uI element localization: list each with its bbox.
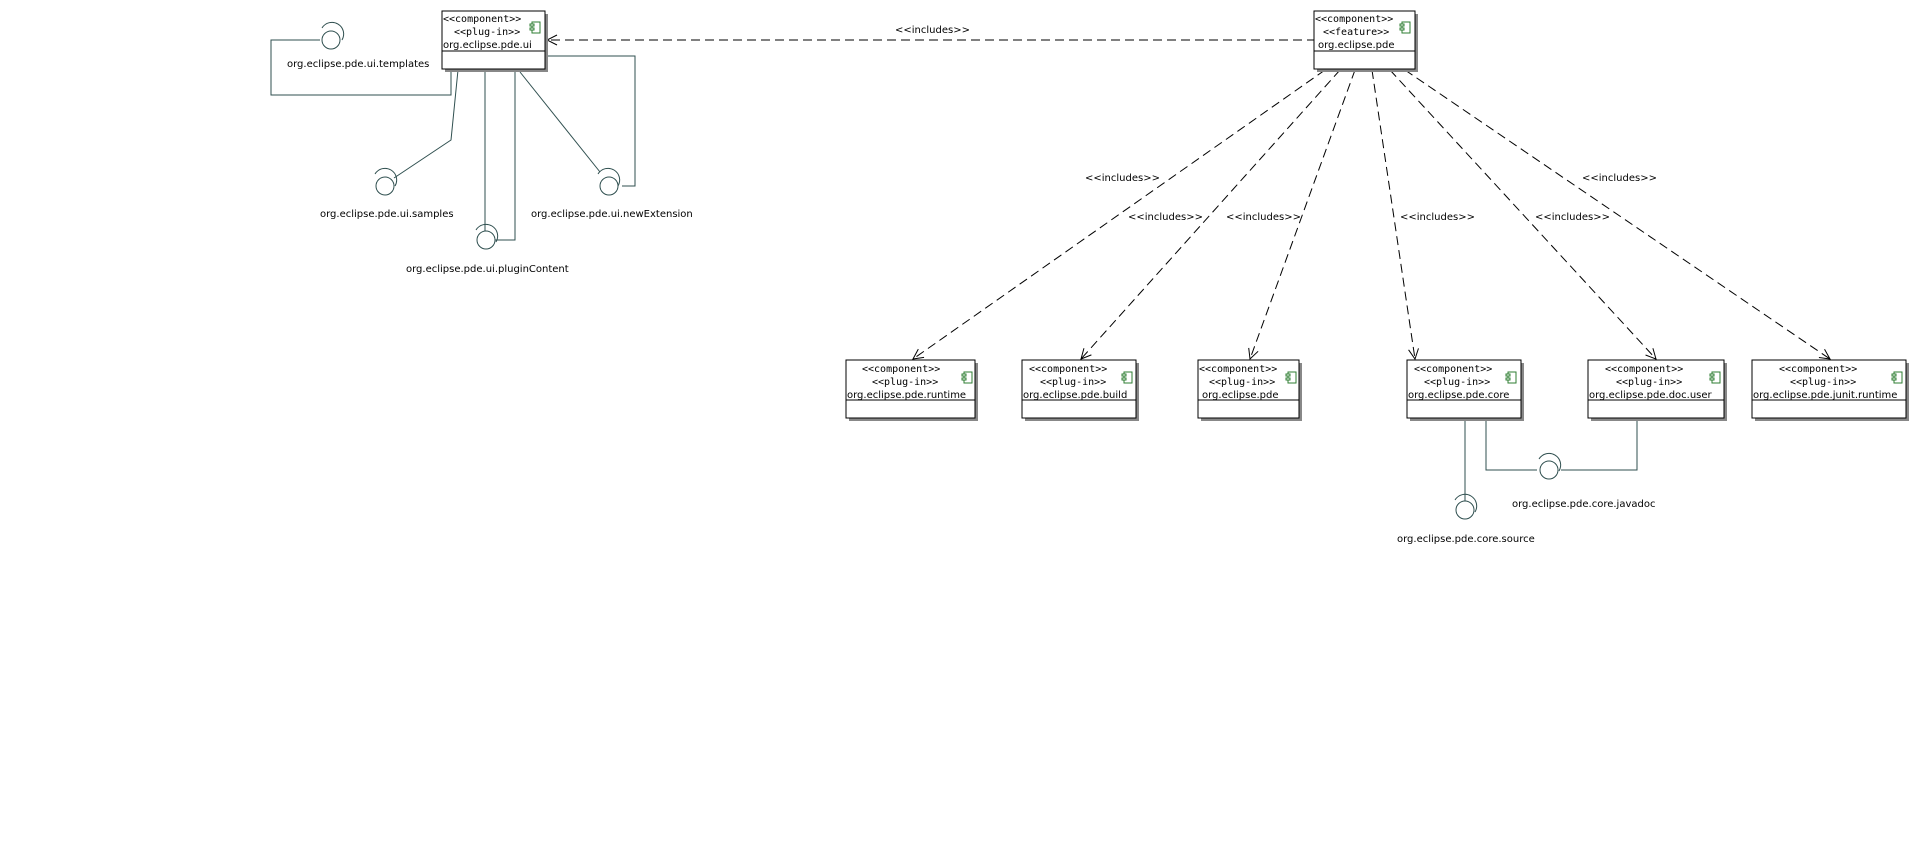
component-pde-junit-runtime[interactable]: <<component>> <<plug-in>> org.eclipse.pd…: [1751, 359, 1909, 421]
connector-templates: [270, 39, 452, 96]
stereotype-component: <<component>>: [443, 14, 521, 25]
stereotype-plugin: <<plug-in>>: [1424, 377, 1490, 388]
stereotype-feature: <<feature>>: [1323, 27, 1389, 38]
include-dependencies: [547, 40, 1830, 359]
connector-samples: [393, 69, 459, 179]
component-icon: [1121, 371, 1133, 384]
stereotype-plugin: <<plug-in>>: [454, 27, 520, 38]
component-name: org.eclipse.pde.core: [1408, 390, 1509, 401]
includes-label: <<includes>>: [895, 25, 970, 36]
stereotype-component: <<component>>: [1779, 364, 1857, 375]
includes-label: <<includes>>: [1535, 212, 1610, 223]
includes-label: <<includes>>: [1226, 212, 1301, 223]
component-name: org.eclipse.pde.ui: [443, 40, 532, 51]
interface-label-samples: org.eclipse.pde.ui.samples: [320, 209, 454, 220]
component-icon: [1285, 371, 1297, 384]
stereotype-component: <<component>>: [1029, 364, 1107, 375]
component-name: org.eclipse.pde.doc.user: [1589, 390, 1713, 401]
interface-core-javadoc[interactable]: [1538, 452, 1562, 480]
interface-label-plugin-content: org.eclipse.pde.ui.pluginContent: [406, 264, 569, 275]
component-pde-build[interactable]: <<component>> <<plug-in>> org.eclipse.pd…: [1021, 359, 1139, 421]
connector-core-javadoc: [1485, 420, 1537, 471]
component-pde-plugin[interactable]: <<component>> <<plug-in>> org.eclipse.pd…: [1197, 359, 1302, 421]
connector-plugin-content: [484, 70, 497, 241]
interface-new-extension[interactable]: [597, 167, 621, 196]
connector-core-javadoc-2: [1561, 420, 1638, 471]
includes-label: <<includes>>: [1400, 212, 1475, 223]
component-name: org.eclipse.pde.runtime: [847, 390, 966, 401]
stereotype-plugin: <<plug-in>>: [1209, 377, 1275, 388]
connector-plugin-content-2: [497, 70, 516, 241]
dep-feature-to-core: [1371, 69, 1415, 359]
component-icon: [529, 21, 541, 34]
stereotype-component: <<component>>: [1199, 364, 1277, 375]
component-pde-runtime[interactable]: <<component>> <<plug-in>> org.eclipse.pd…: [845, 359, 978, 421]
component-pde-feature[interactable]: <<component>> <<feature>> org.eclipse.pd…: [1313, 10, 1418, 72]
component-name: org.eclipse.pde: [1318, 40, 1395, 51]
component-pde-doc-user[interactable]: <<component>> <<plug-in>> org.eclipse.pd…: [1587, 359, 1727, 421]
interface-samples[interactable]: [374, 167, 398, 196]
interface-labels: org.eclipse.pde.ui.templates org.eclipse…: [287, 59, 1655, 545]
component-name: org.eclipse.pde.build: [1023, 390, 1127, 401]
stereotype-component: <<component>>: [862, 364, 940, 375]
interface-label-core-source: org.eclipse.pde.core.source: [1397, 534, 1535, 545]
interface-templates[interactable]: [321, 21, 345, 50]
dep-feature-to-doc-user: [1389, 69, 1656, 359]
interface-core-source[interactable]: [1454, 493, 1478, 520]
includes-label: <<includes>>: [1085, 173, 1160, 184]
stereotype-plugin: <<plug-in>>: [1616, 377, 1682, 388]
component-icon: [1709, 371, 1721, 384]
includes-label: <<includes>>: [1128, 212, 1203, 223]
interface-label-core-javadoc: org.eclipse.pde.core.javadoc: [1512, 499, 1655, 510]
include-labels: <<includes>> <<includes>> <<includes>> <…: [895, 25, 1657, 223]
stereotype-component: <<component>>: [1315, 14, 1393, 25]
component-pde-ui[interactable]: <<component>> <<plug-in>> org.eclipse.pd…: [441, 10, 548, 72]
stereotype-component: <<component>>: [1414, 364, 1492, 375]
stereotype-component: <<component>>: [1605, 364, 1683, 375]
interface-symbols: [321, 21, 1562, 520]
connector-new-extension-2: [547, 55, 636, 187]
dep-feature-to-pde: [1250, 69, 1356, 359]
interface-label-templates: org.eclipse.pde.ui.templates: [287, 59, 429, 70]
stereotype-plugin: <<plug-in>>: [1790, 377, 1856, 388]
dep-feature-to-junit-runtime: [1404, 69, 1830, 359]
component-icon: [1399, 21, 1411, 34]
component-name: org.eclipse.pde.junit.runtime: [1753, 390, 1897, 401]
component-icon: [961, 371, 973, 384]
dep-feature-to-build: [1081, 69, 1341, 359]
connector-new-extension: [519, 71, 601, 173]
interface-plugin-content[interactable]: [475, 223, 499, 250]
stereotype-plugin: <<plug-in>>: [872, 377, 938, 388]
component-pde-core[interactable]: <<component>> <<plug-in>> org.eclipse.pd…: [1406, 359, 1524, 421]
component-icon: [1891, 371, 1903, 384]
component-icon: [1505, 371, 1517, 384]
includes-label: <<includes>>: [1582, 173, 1657, 184]
stereotype-plugin: <<plug-in>>: [1040, 377, 1106, 388]
component-name: org.eclipse.pde: [1202, 390, 1279, 401]
interface-label-new-extension: org.eclipse.pde.ui.newExtension: [531, 209, 693, 220]
